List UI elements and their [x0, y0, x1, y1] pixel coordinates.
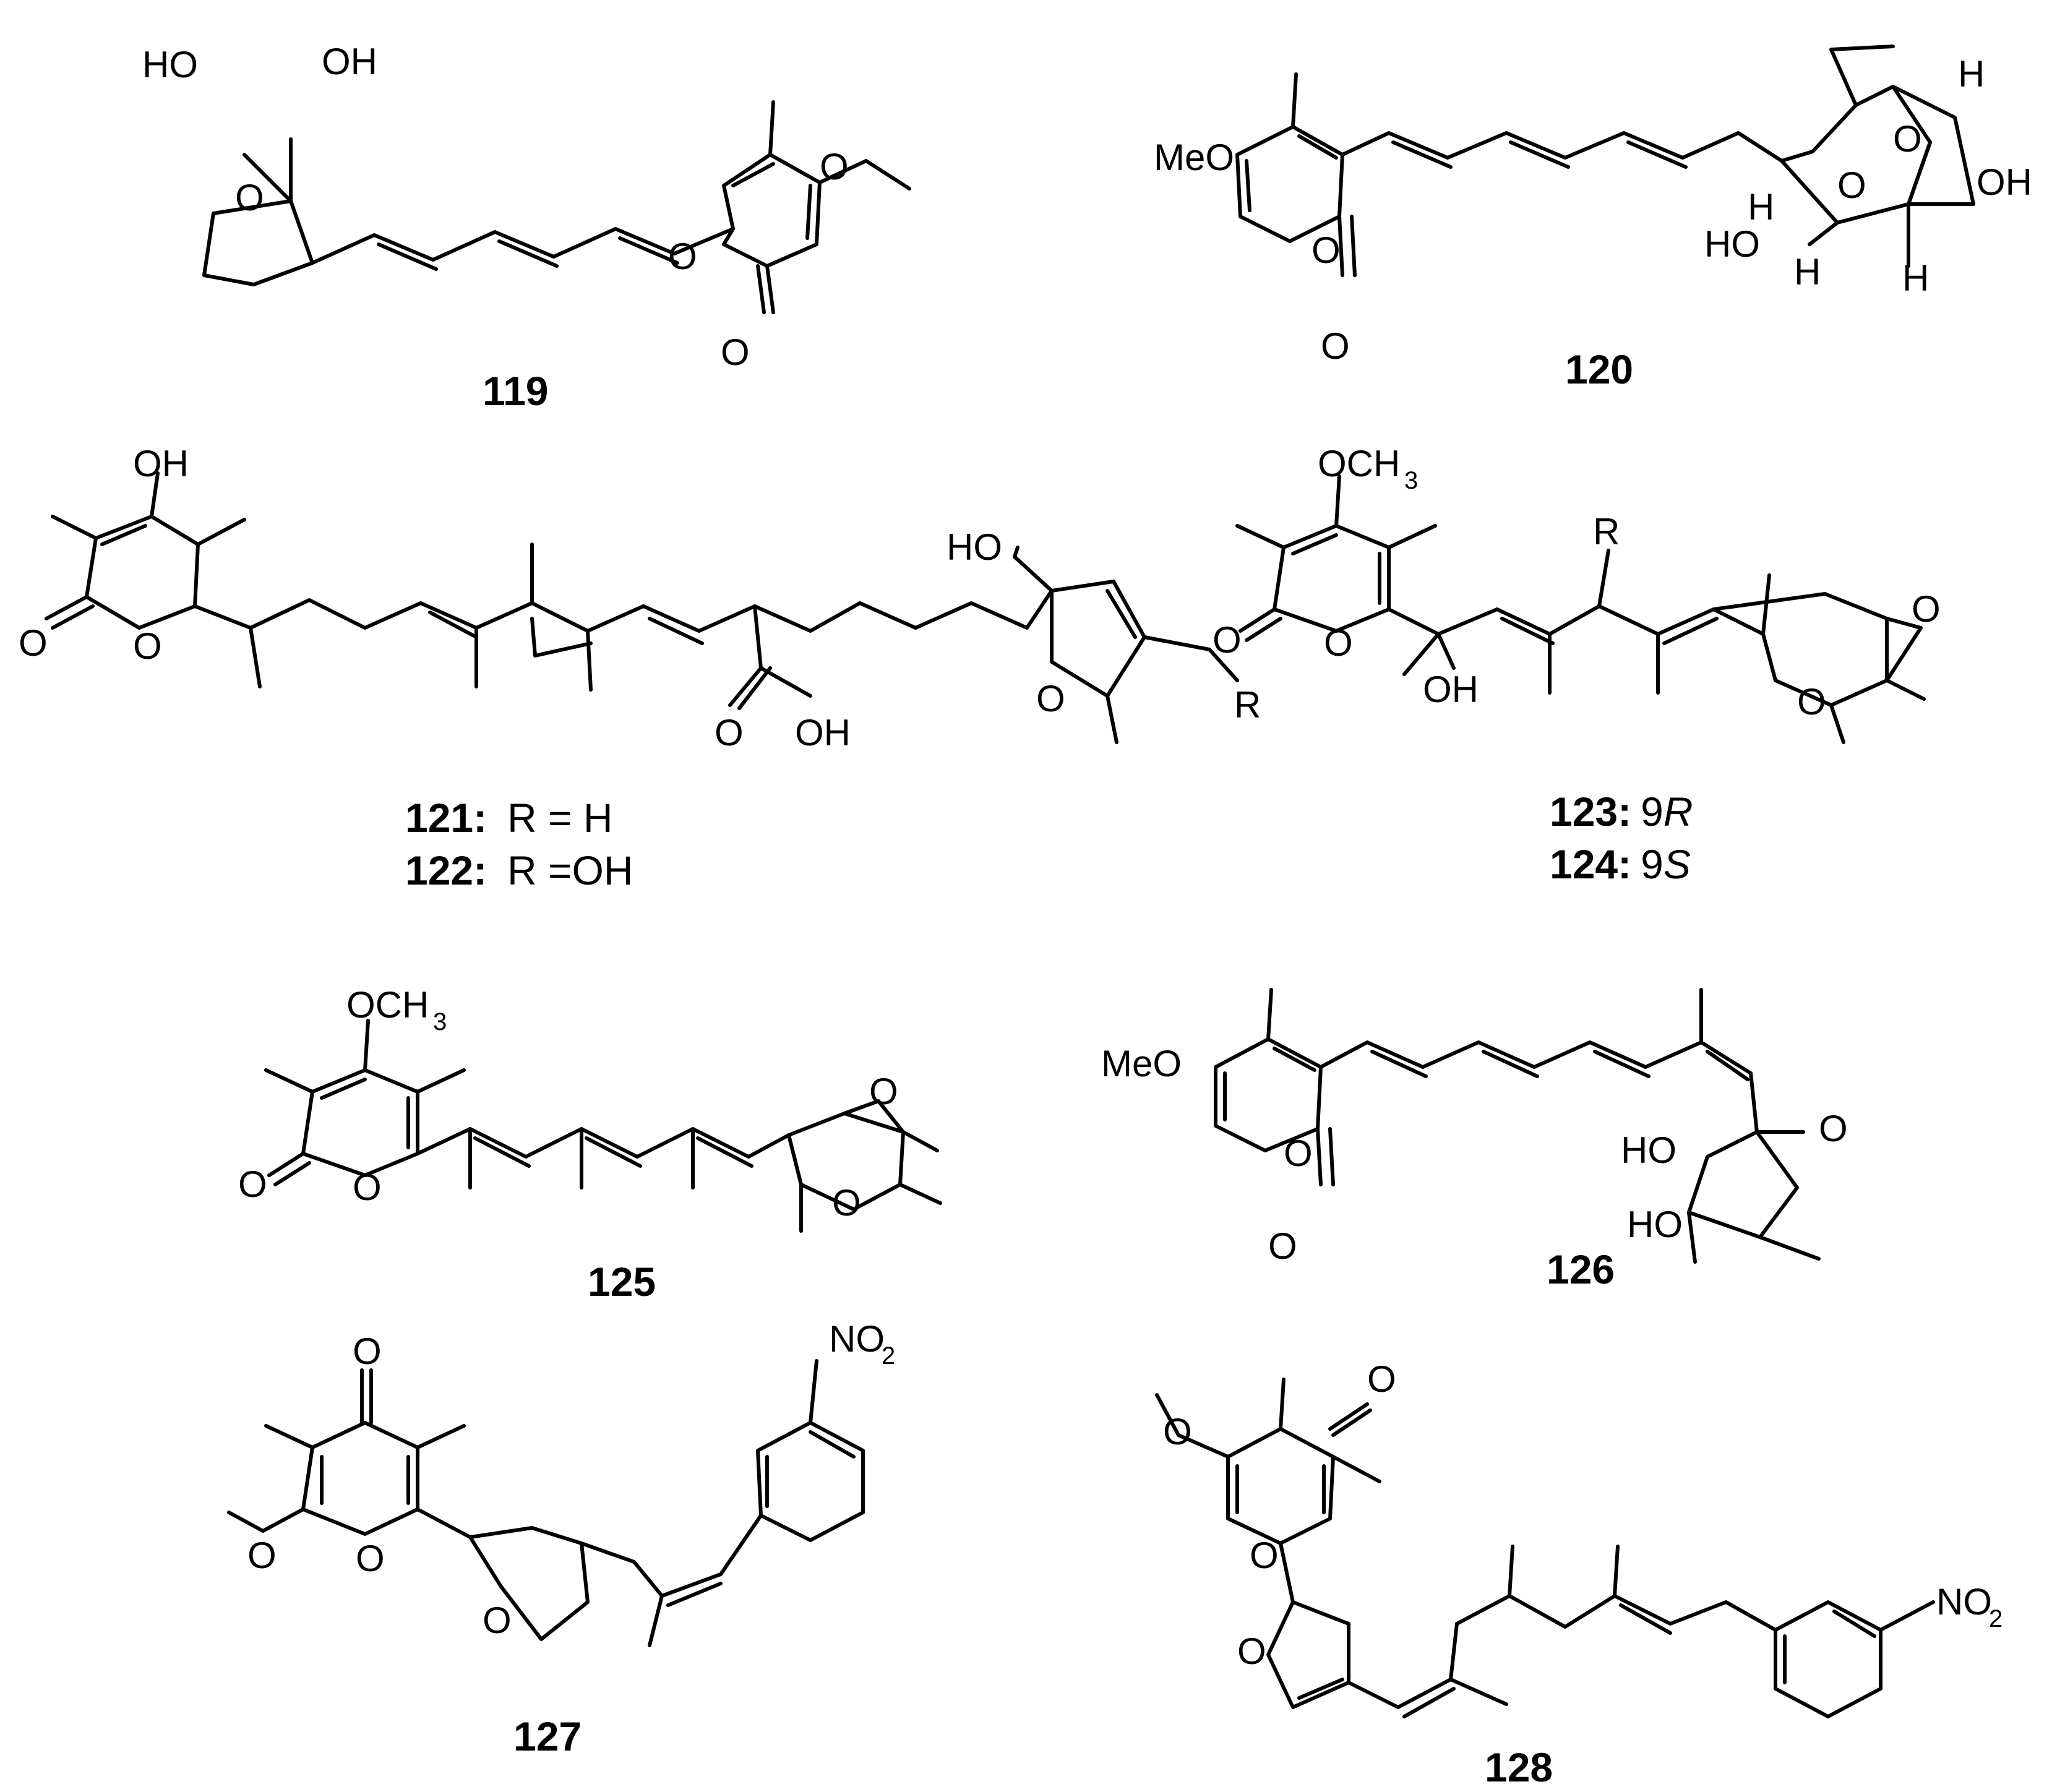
- label-126: 126: [1547, 1246, 1615, 1292]
- label-121: 121:: [405, 795, 487, 841]
- atom-o-bridge-a-120: O: [1837, 165, 1866, 206]
- label-120: 120: [1565, 346, 1633, 392]
- atom-o-pyrone-120: O: [1311, 229, 1341, 271]
- atom-o-carbonyl-128: O: [1367, 1358, 1396, 1400]
- atom-ho-120: HO: [1704, 223, 1760, 265]
- label-123: 123:9R: [1550, 789, 1693, 834]
- atom-o-carbonyl-121: O: [19, 622, 48, 664]
- atom-r-121: R: [1234, 684, 1261, 726]
- atom-o-furan-123: O: [1797, 681, 1826, 722]
- atom-och-sub-125: 3: [433, 1008, 447, 1035]
- atom-ho-121: HO: [947, 526, 1002, 568]
- atom-h-2-120: H: [1958, 53, 1985, 95]
- compound-120: MeO O O O O OH HO H H H H 120: [1154, 45, 2032, 392]
- atom-o-carbonyl-123: O: [1213, 619, 1242, 661]
- atom-o-furan-125: O: [832, 1182, 861, 1224]
- atom-h-3-120: H: [1794, 251, 1821, 293]
- atom-oh-123: OH: [1423, 669, 1479, 710]
- atom-o-carbonyl-127: O: [353, 1331, 382, 1372]
- atom-no-127: NO: [829, 1318, 885, 1360]
- compound-127: O O O O NO 2 127: [227, 1318, 895, 1759]
- atom-o-pyrone-126: O: [1284, 1133, 1313, 1174]
- atom-oh-120: OH: [1977, 161, 2032, 203]
- atom-r-123: R: [1593, 511, 1620, 552]
- atom-ho-119: HO: [142, 44, 198, 85]
- r-group-122: R =OH: [507, 847, 633, 893]
- atom-o-ring-121: O: [133, 625, 162, 667]
- atom-o-methoxy-127: O: [247, 1535, 277, 1576]
- atom-o-carbonyl-125: O: [238, 1164, 267, 1205]
- atom-o-epoxide-125: O: [869, 1071, 898, 1112]
- label-119: 119: [483, 368, 548, 414]
- label-128: 128: [1485, 1744, 1553, 1790]
- atom-h-4-120: H: [1902, 257, 1929, 299]
- atom-o-methoxy-128: O: [1163, 1411, 1192, 1452]
- atom-o-furan-128: O: [1237, 1631, 1266, 1672]
- atom-och-123: OCH: [1318, 443, 1400, 484]
- atom-meo-120: MeO: [1154, 137, 1234, 178]
- atom-no-128: NO: [1936, 1581, 1992, 1623]
- atom-o-pyrone-125: O: [353, 1167, 382, 1208]
- atom-o-furan-127: O: [483, 1600, 512, 1641]
- compound-121-122: OH O O HO O OH O R 121: R = H 122: R =OH: [19, 443, 1261, 893]
- compound-125: OCH 3 O O O O 125: [238, 984, 942, 1305]
- atom-och-125: OCH: [346, 984, 429, 1026]
- atom-o-methoxy-119: O: [820, 146, 849, 187]
- label-127: 127: [513, 1713, 582, 1759]
- label-124: 124:9S: [1550, 841, 1691, 887]
- label-125: 125: [588, 1259, 656, 1305]
- atom-oh-121: OH: [133, 443, 189, 484]
- atom-oh-119: OH: [322, 41, 377, 82]
- compound-119: HO OH O O O O 119: [142, 41, 911, 414]
- compound-128: O O O O NO 2 128: [1155, 1358, 2003, 1790]
- atom-oh-acid-121: OH: [795, 712, 851, 753]
- atom-o-furan-126: O: [1819, 1108, 1848, 1149]
- atom-meo-126: MeO: [1101, 1043, 1182, 1084]
- atom-no-sub-128: 2: [1989, 1605, 2003, 1632]
- label-122: 122:: [405, 847, 487, 893]
- atom-ho-2-126: HO: [1627, 1204, 1683, 1245]
- atom-o-pyrone-128: O: [1250, 1535, 1279, 1576]
- atom-o-epoxide-123: O: [1912, 588, 1941, 630]
- atom-o-furan-121: O: [1036, 678, 1065, 719]
- atom-no-sub-127: 2: [882, 1342, 895, 1370]
- atom-o-pyrone-119: O: [668, 236, 697, 277]
- atom-o-carbonyl-119: O: [721, 332, 750, 373]
- atom-o-carbonyl-120: O: [1321, 325, 1350, 367]
- atom-och-sub-123: 3: [1404, 467, 1418, 494]
- compound-123-124: OCH 3 O O OH R O O 123:9R 124:9S: [1213, 443, 1941, 887]
- atom-h-1-120: H: [1748, 186, 1774, 228]
- atom-o-pyrone-127: O: [356, 1538, 385, 1579]
- r-group-121: R = H: [507, 795, 613, 841]
- atom-o-bridge-b-120: O: [1893, 118, 1922, 160]
- atom-ho-1-126: HO: [1621, 1130, 1676, 1171]
- atom-o-ring-119: O: [235, 177, 264, 218]
- compound-126: MeO O O HO HO O 126: [1101, 988, 1848, 1292]
- atom-o-carbonyl-126: O: [1268, 1225, 1297, 1267]
- atom-o-acid-121: O: [715, 712, 744, 753]
- atom-o-pyrone-123: O: [1324, 622, 1353, 664]
